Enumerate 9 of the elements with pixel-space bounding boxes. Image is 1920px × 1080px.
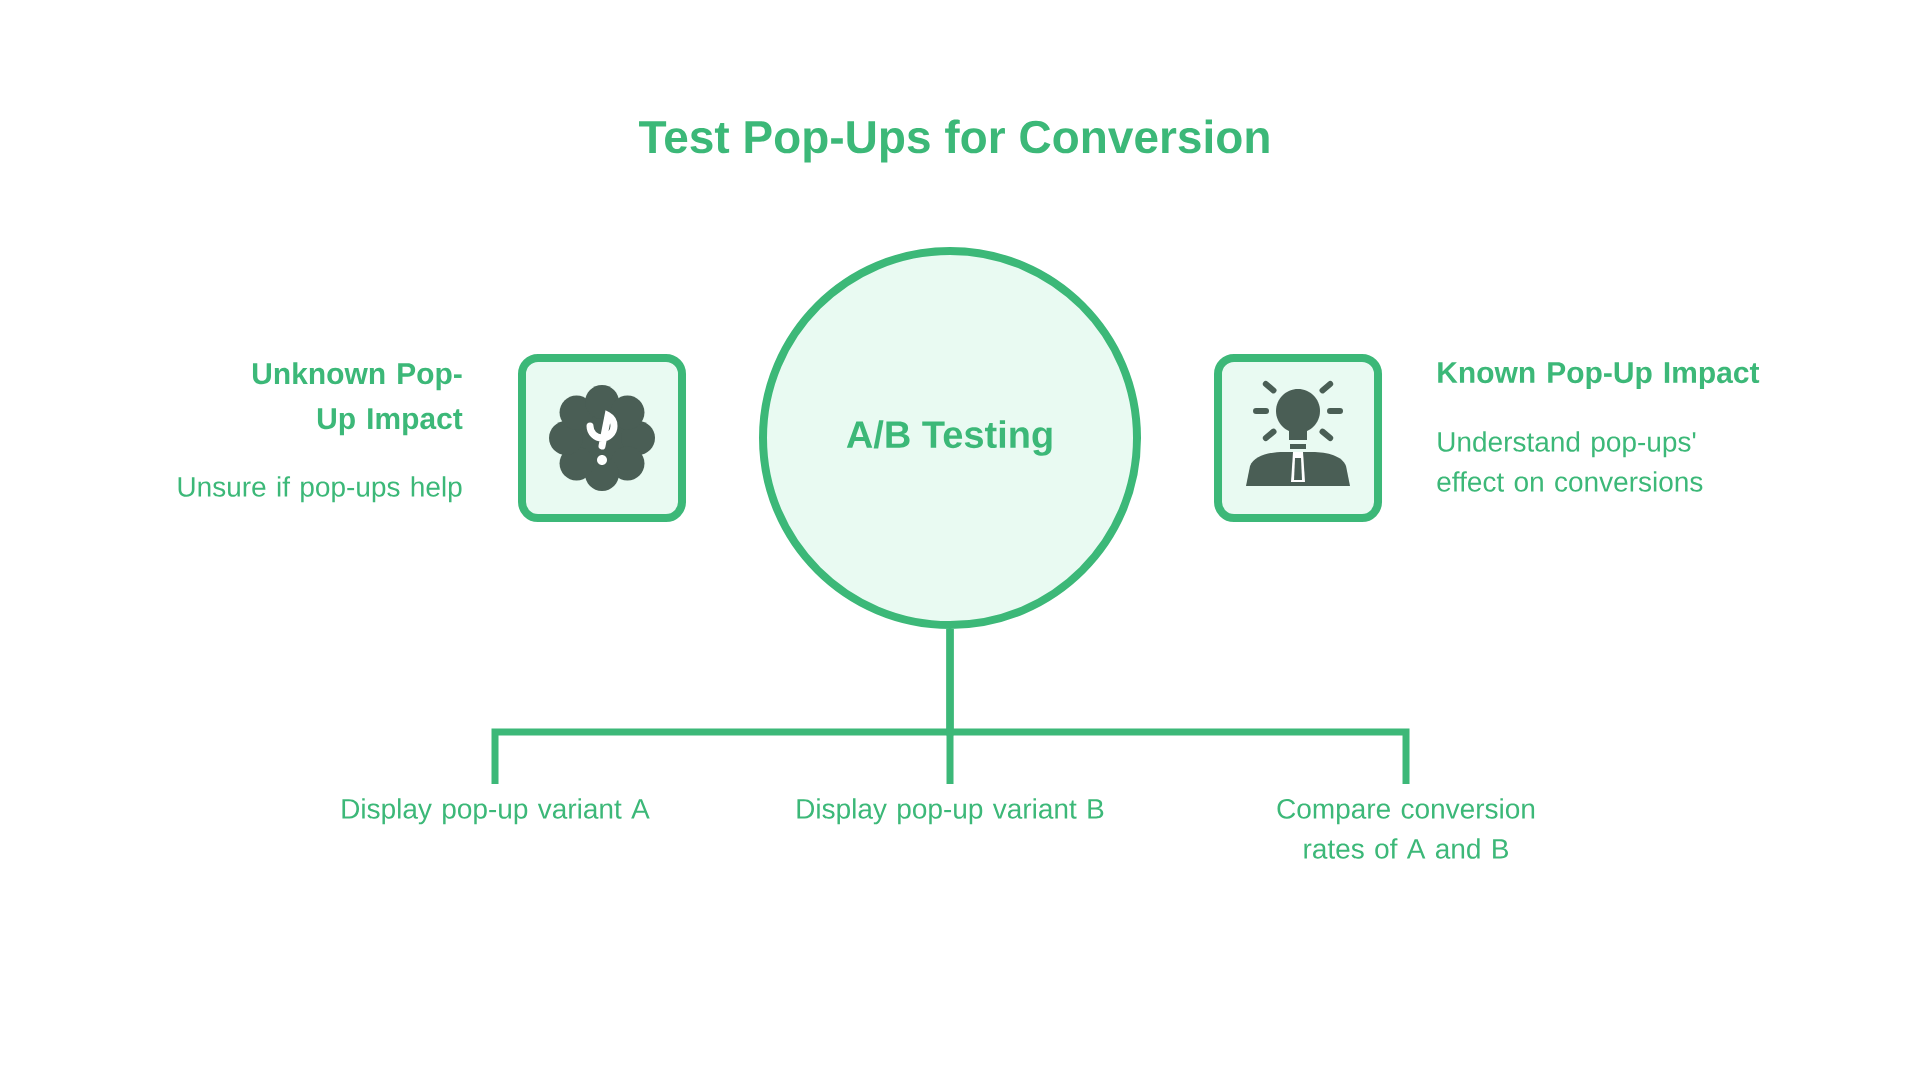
step-text: Display pop-up variant A <box>342 798 650 825</box>
description: Understand pop-ups' effect on conversions <box>1437 431 1703 492</box>
heading: Known Pop-Up Impact <box>1438 362 1760 390</box>
step-text: Compare conversion rates of A and B <box>1277 798 1535 859</box>
step-text: Display pop-up variant B <box>797 798 1104 825</box>
circle-node: A/B Testing <box>759 247 1141 629</box>
heading: Unknown Pop-Up Impact <box>252 362 463 436</box>
title: Test Pop-Ups for Conversion <box>639 119 1269 163</box>
description: Unsure if pop-ups help <box>178 476 462 503</box>
